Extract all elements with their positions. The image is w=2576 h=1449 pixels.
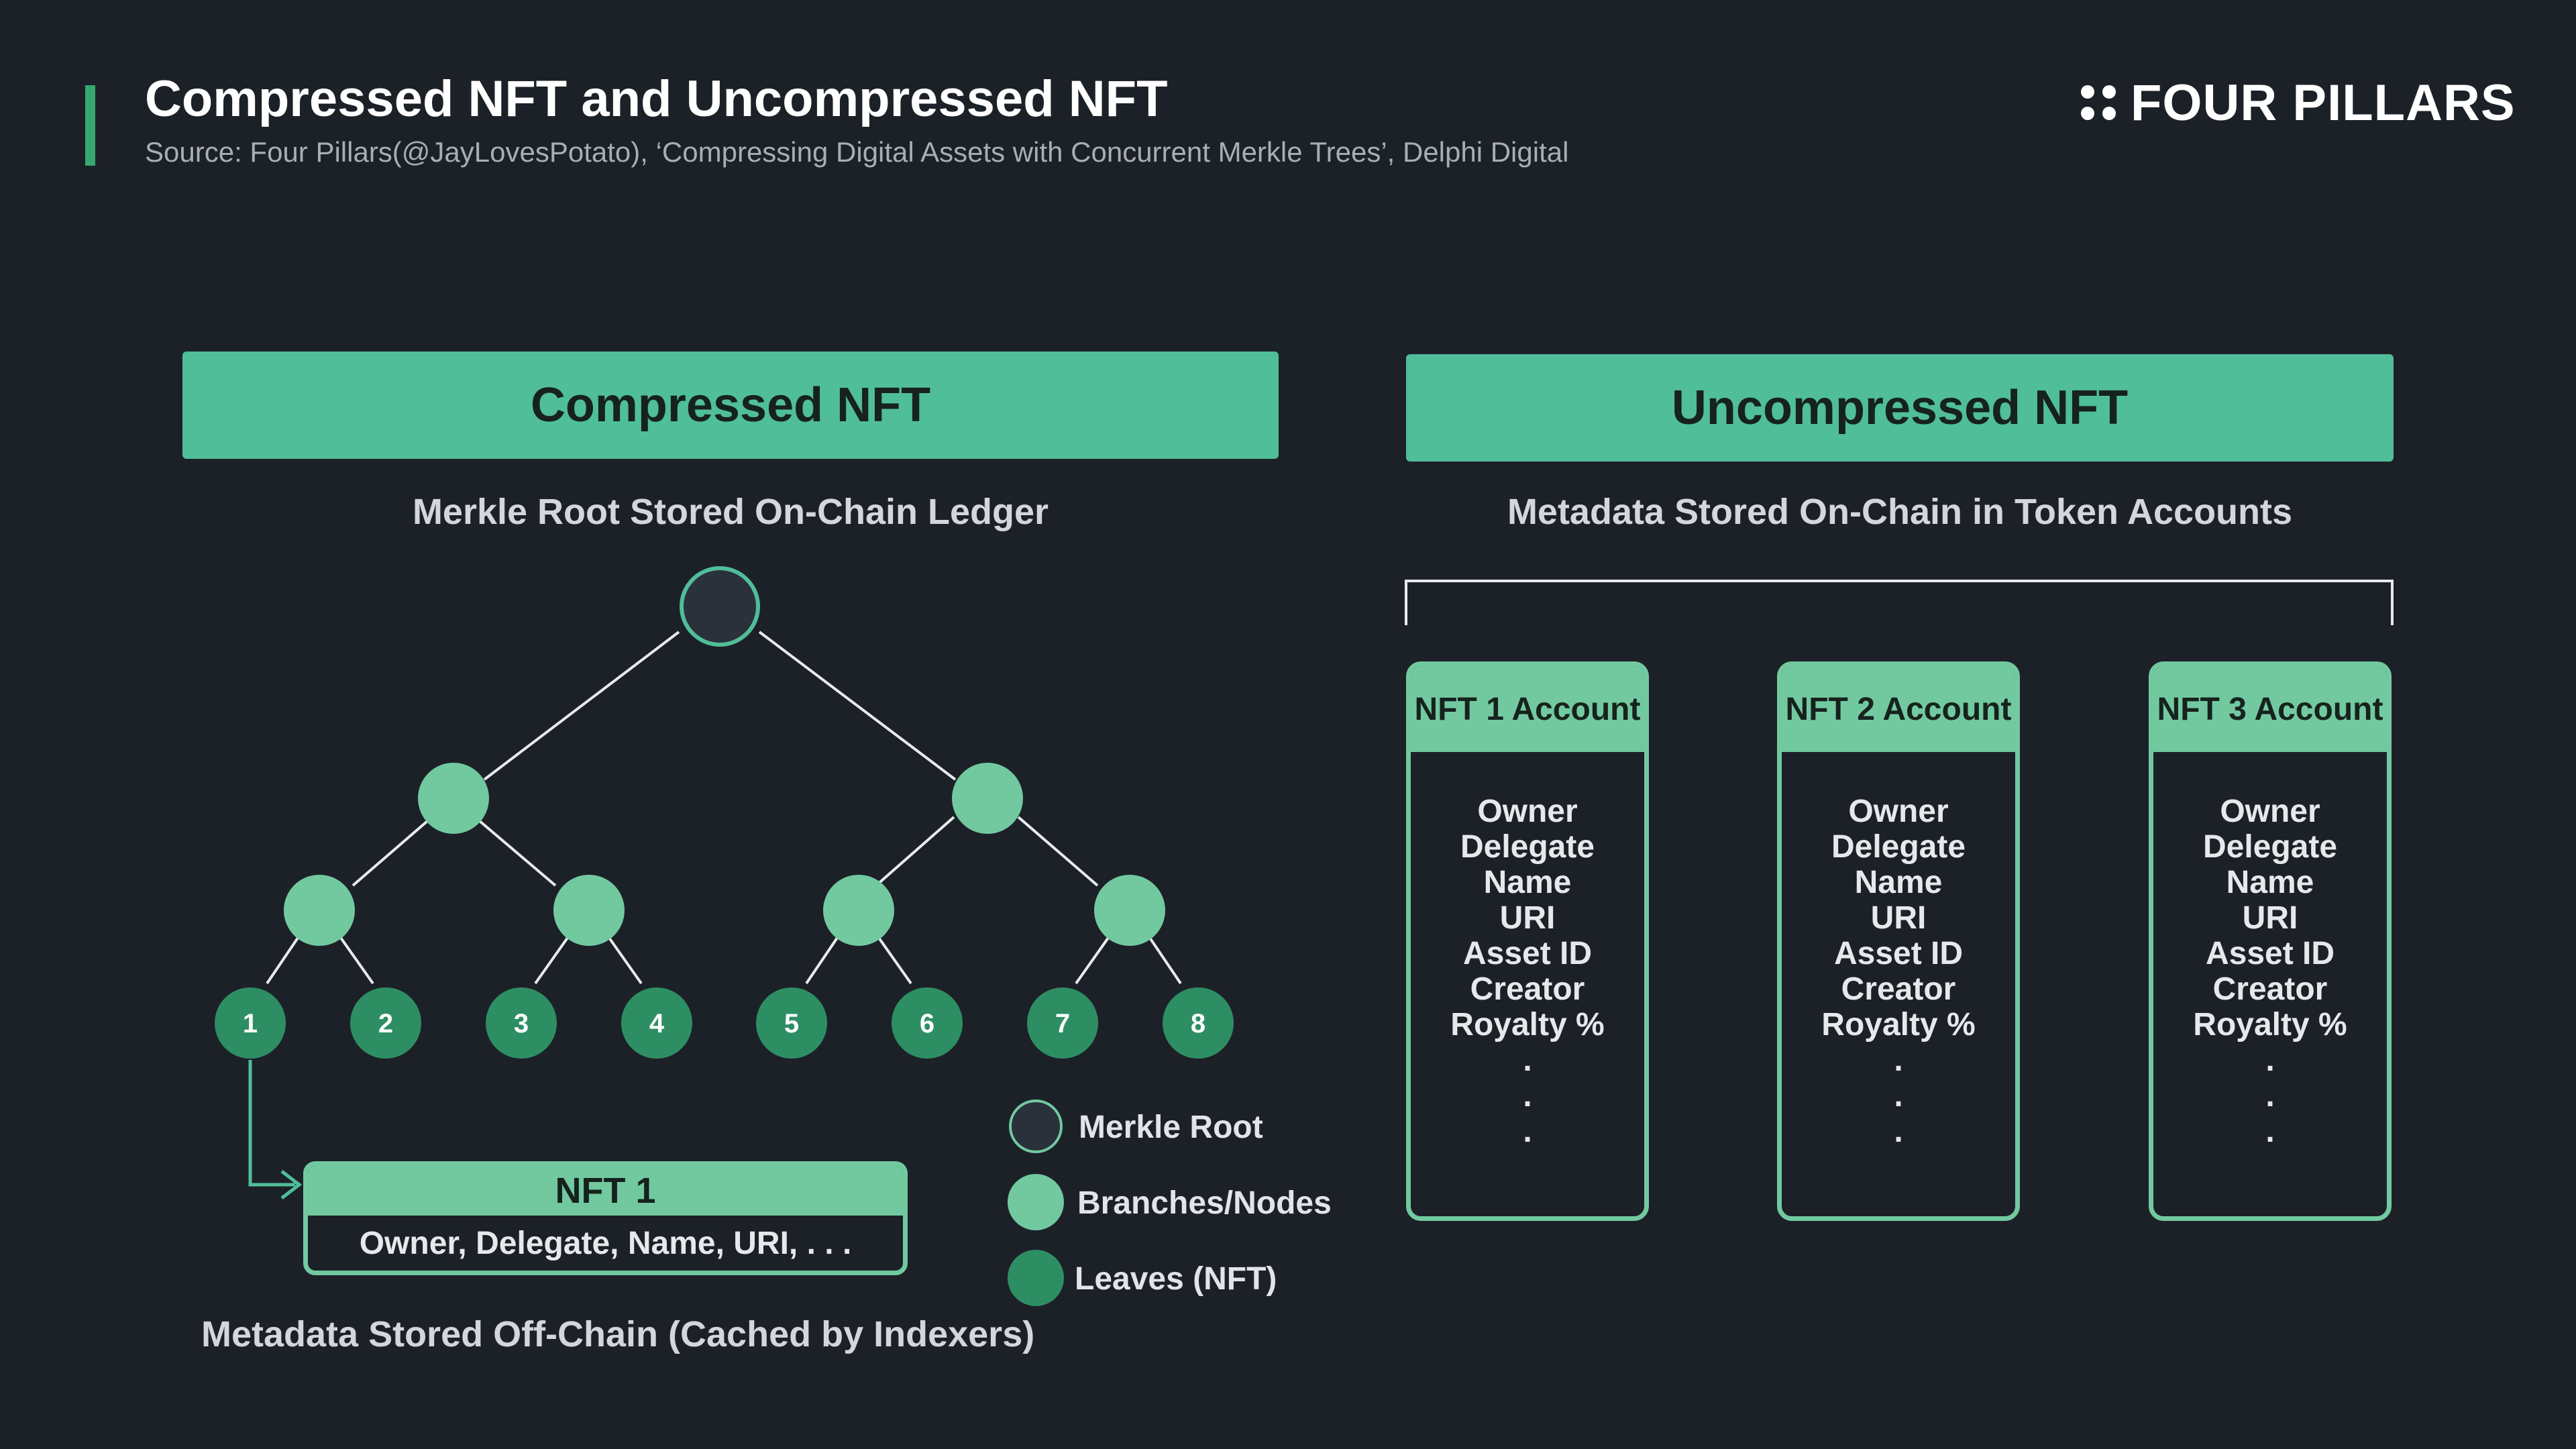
nft2-account-box: NFT 2 Account Owner Delegate Name URI As… [1777, 661, 2020, 1221]
leaf-node-8: 8 [1163, 987, 1234, 1059]
leaf-node-1: 1 [215, 987, 286, 1059]
field-name: Name [1854, 865, 1943, 900]
leaf-node-7: 7 [1027, 987, 1098, 1059]
legend-leaves-label: Leaves (NFT) [1075, 1261, 1277, 1297]
field-name: Name [2226, 865, 2314, 900]
field-creator: Creator [1470, 971, 1585, 1007]
ellipsis-dot: . [2265, 1114, 2275, 1149]
leaf-label: 2 [378, 1009, 393, 1038]
merkle-root-node [680, 566, 760, 647]
ellipsis-dot: . [1523, 1042, 1532, 1078]
leaf-label: 1 [243, 1009, 258, 1038]
field-royalty: Royalty % [1450, 1007, 1605, 1042]
four-pillars-logo: FOUR PILLARS [2080, 72, 2516, 133]
ellipsis-dot: . [1894, 1042, 1903, 1078]
leaf-node-2: 2 [350, 987, 421, 1059]
field-creator: Creator [1841, 971, 1956, 1007]
title-accent-bar [85, 85, 95, 166]
field-asset-id: Asset ID [1833, 936, 1964, 971]
offchain-caption: Metadata Stored Off-Chain (Cached by Ind… [201, 1314, 1035, 1354]
leaf-label: 7 [1055, 1009, 1070, 1038]
field-uri: URI [1870, 900, 1927, 936]
field-owner: Owner [2220, 794, 2320, 829]
leaf-label: 4 [649, 1009, 665, 1038]
field-name: Name [1483, 865, 1572, 900]
field-royalty: Royalty % [2193, 1007, 2347, 1042]
branch-node [553, 875, 625, 946]
nft1-metadata-card: NFT 1 Owner, Delegate, Name, URI, . . . [303, 1161, 908, 1275]
ellipsis-dot: . [1894, 1114, 1903, 1149]
legend-branches-swatch [1008, 1174, 1064, 1230]
account-title: NFT 1 Account [1411, 666, 1644, 752]
nft1-card-fields: Owner, Delegate, Name, URI, . . . [359, 1225, 852, 1261]
page-title: Compressed NFT and Uncompressed NFT [145, 70, 1168, 127]
field-owner: Owner [1477, 794, 1578, 829]
leaf-node-5: 5 [756, 987, 827, 1059]
field-delegate: Delegate [1831, 829, 1966, 865]
account-title: NFT 3 Account [2153, 666, 2387, 752]
ellipsis-dot: . [1894, 1078, 1903, 1114]
field-delegate: Delegate [2202, 829, 2338, 865]
ellipsis-dot: . [1523, 1078, 1532, 1114]
logo-text: FOUR PILLARS [2131, 74, 2516, 131]
field-delegate: Delegate [1460, 829, 1595, 865]
leaf-label: 6 [920, 1009, 934, 1038]
field-owner: Owner [1848, 794, 1949, 829]
field-uri: URI [2242, 900, 2298, 936]
field-asset-id: Asset ID [2205, 936, 2335, 971]
leaf-node-3: 3 [486, 987, 557, 1059]
branch-node [418, 763, 489, 834]
uncompressed-nft-banner: Uncompressed NFT [1406, 354, 2394, 462]
ellipsis-dot: . [2265, 1078, 2275, 1114]
legend-merkle-root-label: Merkle Root [1079, 1110, 1263, 1145]
leaf-node-4: 4 [621, 987, 692, 1059]
legend-branches-label: Branches/Nodes [1077, 1185, 1332, 1221]
accounts-bracket [1405, 580, 2394, 625]
ellipsis-dot: . [2265, 1042, 2275, 1078]
compressed-caption: Merkle Root Stored On-Chain Ledger [412, 492, 1049, 532]
tree-edges [266, 631, 1182, 985]
nft1-account-box: NFT 1 Account Owner Delegate Name URI As… [1406, 661, 1649, 1221]
leaf-node-6: 6 [892, 987, 963, 1059]
legend-merkle-root-swatch [1009, 1099, 1063, 1153]
branch-node [284, 875, 355, 946]
compressed-nft-banner: Compressed NFT [182, 352, 1279, 459]
field-uri: URI [1499, 900, 1556, 936]
branch-node [1094, 875, 1165, 946]
legend-leaves-swatch [1008, 1250, 1064, 1306]
source-note: Source: Four Pillars(@JayLovesPotato), ‘… [145, 136, 1569, 168]
field-asset-id: Asset ID [1462, 936, 1593, 971]
four-dots-icon [2081, 85, 2116, 120]
nft1-card-title: NFT 1 [308, 1166, 903, 1216]
ellipsis-dot: . [1523, 1114, 1532, 1149]
field-creator: Creator [2212, 971, 2328, 1007]
account-fields: Owner Delegate Name URI Asset ID Creator… [2153, 752, 2387, 1149]
account-fields: Owner Delegate Name URI Asset ID Creator… [1782, 752, 2015, 1149]
account-title: NFT 2 Account [1782, 666, 2015, 752]
branch-node [952, 763, 1023, 834]
leaf-label: 8 [1191, 1009, 1205, 1038]
uncompressed-caption: Metadata Stored On-Chain in Token Accoun… [1507, 492, 2293, 532]
legend: Merkle Root Branches/Nodes Leaves (NFT) [1008, 1099, 1332, 1306]
leaf-label: 5 [784, 1009, 799, 1038]
nft3-account-box: NFT 3 Account Owner Delegate Name URI As… [2149, 661, 2392, 1221]
field-royalty: Royalty % [1821, 1007, 1976, 1042]
leaf-label: 3 [514, 1009, 529, 1038]
leaf-to-card-arrow [248, 1060, 303, 1199]
branch-node [823, 875, 894, 946]
account-fields: Owner Delegate Name URI Asset ID Creator… [1411, 752, 1644, 1149]
